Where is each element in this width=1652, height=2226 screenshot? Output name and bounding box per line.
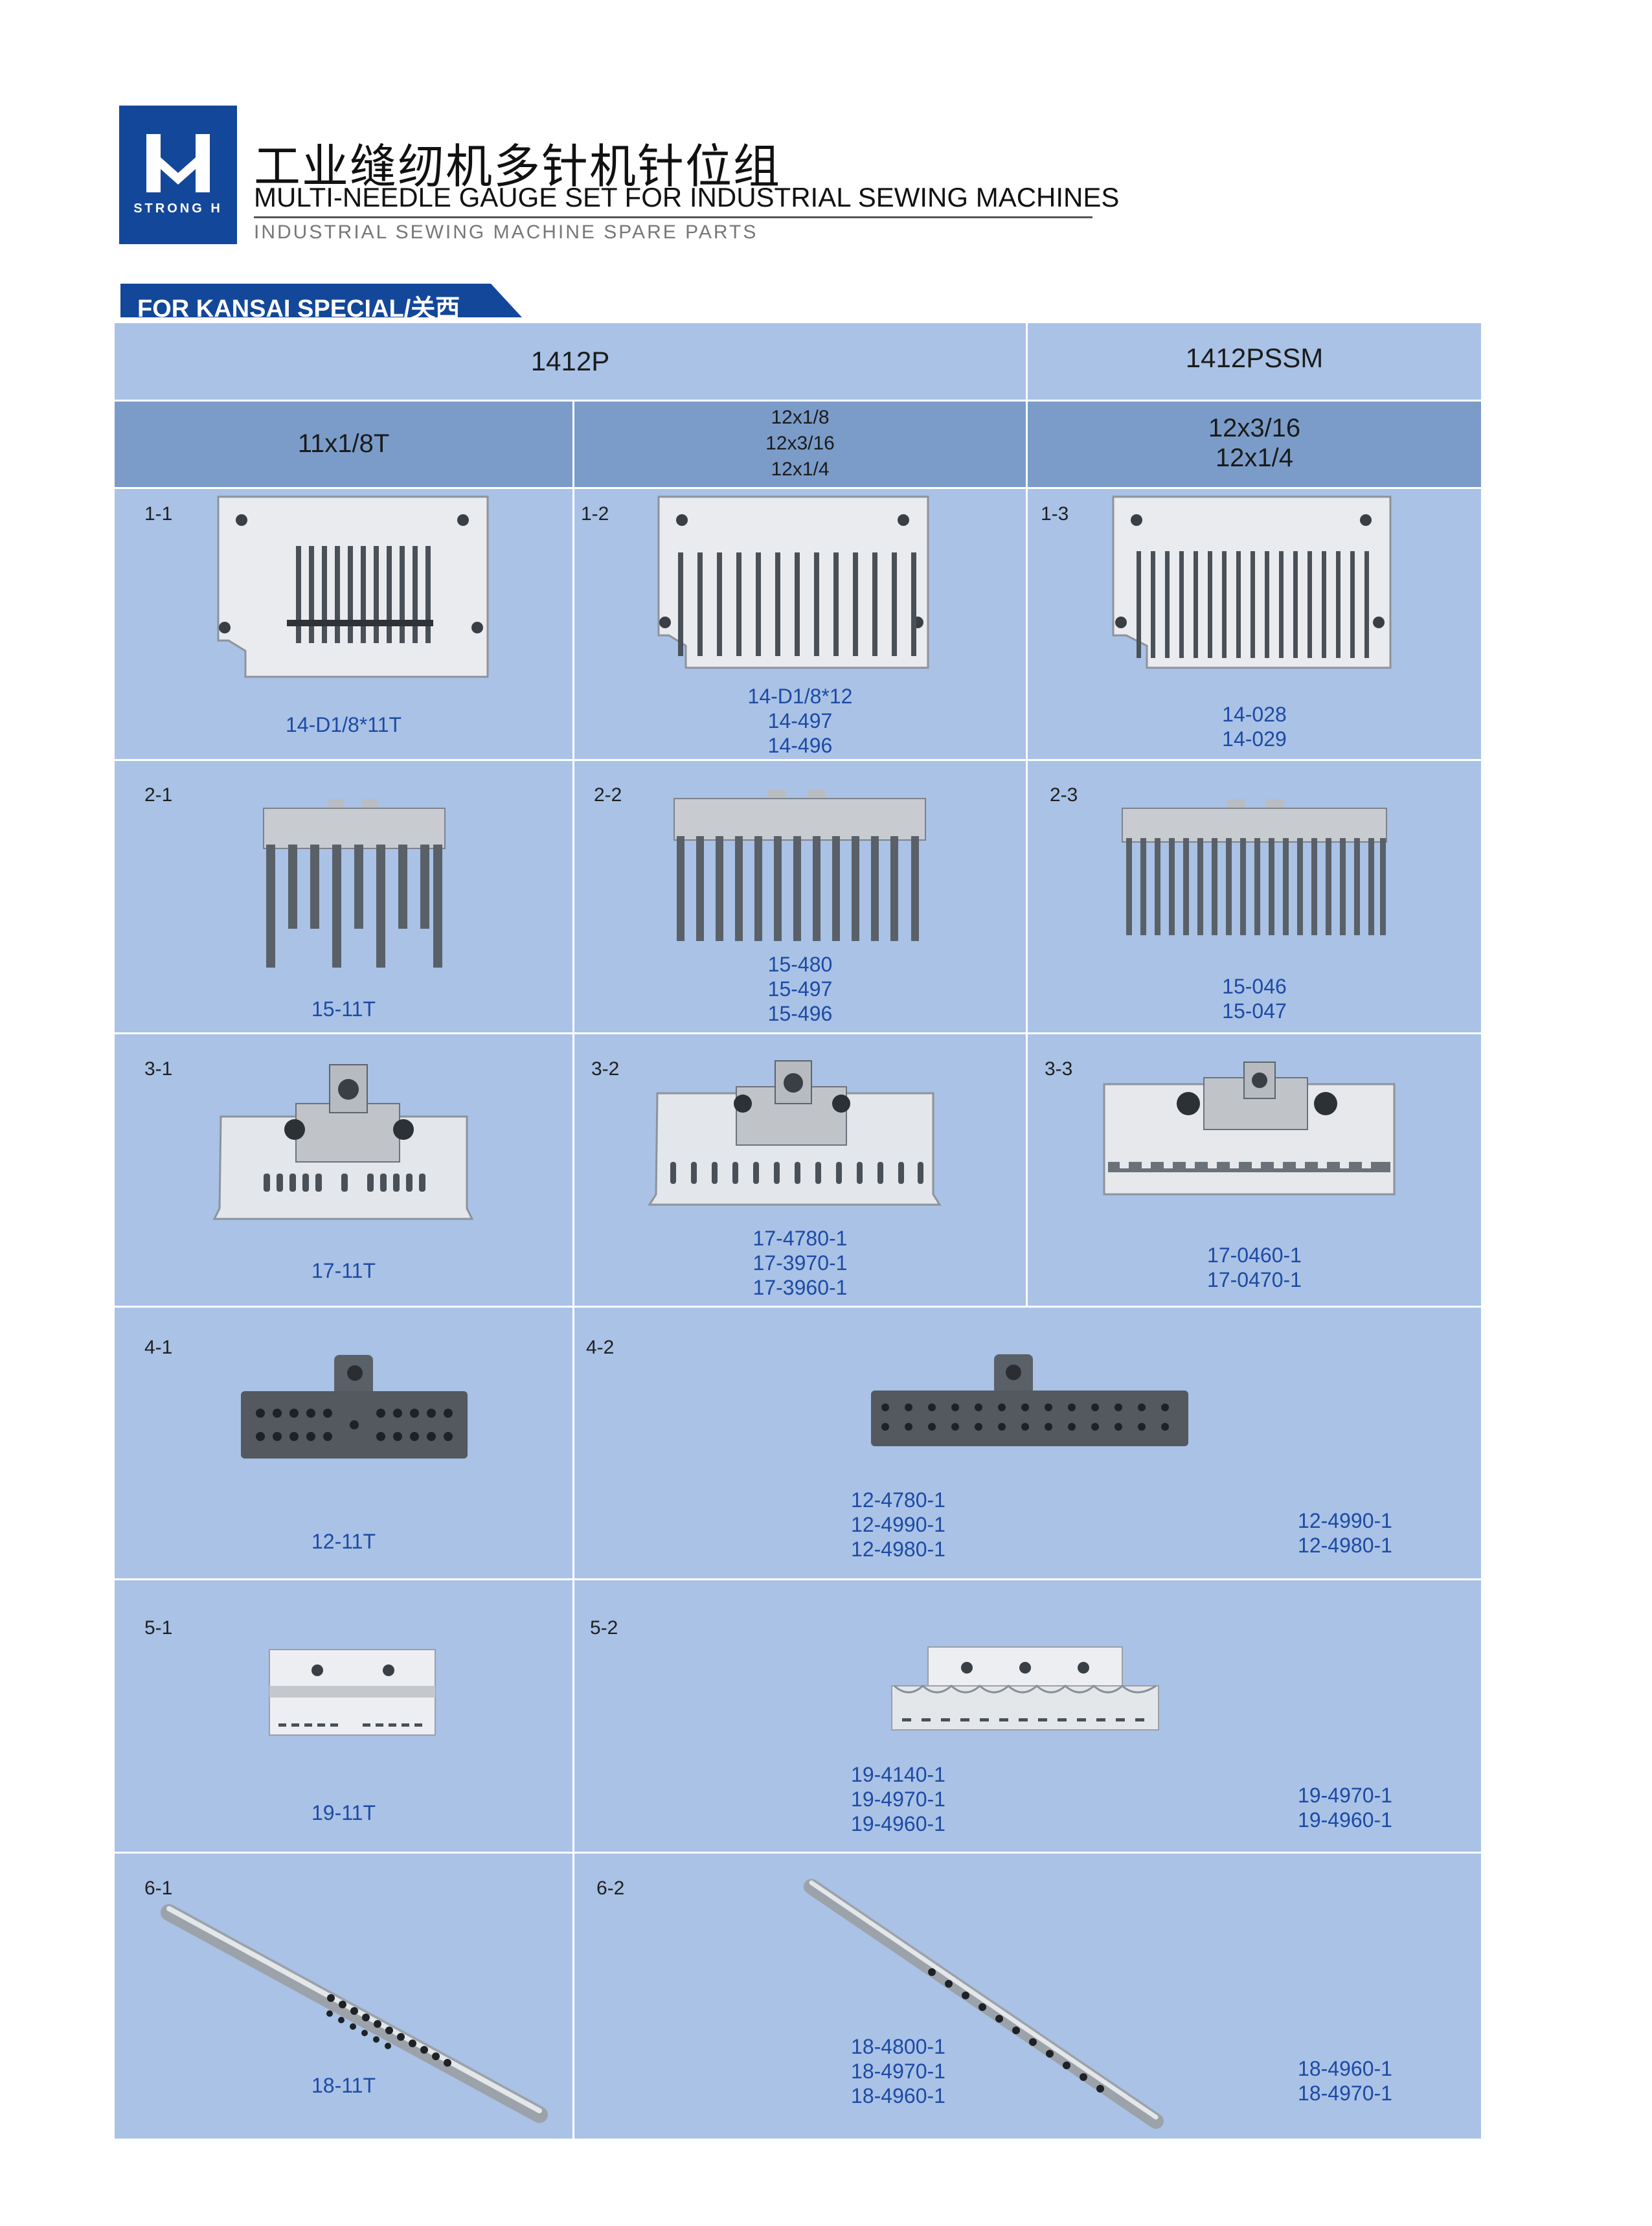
presser-foot-icon	[648, 1060, 942, 1206]
cell-number: 3-1	[144, 1058, 173, 1080]
row-divider	[115, 487, 1481, 489]
cell-number: 3-3	[1045, 1058, 1073, 1080]
part-codes: 17-4780-1 17-3970-1 17-3960-1	[752, 1227, 848, 1299]
page-title-cn: 工业缝纫机多针机针位组	[254, 139, 782, 194]
part-codes: 12-4990-1 12-4980-1	[1298, 1509, 1392, 1557]
row-divider	[115, 1852, 1481, 1854]
cell-number: 2-3	[1050, 784, 1078, 806]
gauge-col3: 12x3/16 12x1/4	[1208, 414, 1301, 472]
row-divider	[115, 1032, 1481, 1034]
part-codes: 15-046 15-047	[1222, 975, 1287, 1023]
section-tab: FOR KANSAI SPECIAL/关西	[120, 284, 522, 323]
part-codes: 19-4970-1 19-4960-1	[1298, 1784, 1392, 1832]
part-codes: 14-D1/8*11T	[285, 713, 402, 736]
gauge-col2: 12x1/8 12x3/16 12x1/4	[765, 407, 835, 480]
cell-number: 5-2	[590, 1617, 618, 1639]
col-divider	[1026, 323, 1028, 1306]
cell-number: 2-1	[144, 784, 173, 806]
gauge-set-table: 1412P 1412PSSM 11x1/8T 12x1/8 12x3/16 12…	[115, 323, 1481, 2139]
row-divider	[115, 1306, 1481, 1308]
gauge-col1: 11x1/8T	[297, 429, 390, 458]
title-divider	[254, 216, 1092, 218]
col-divider	[572, 401, 574, 2139]
needle-clamp-icon	[871, 1354, 1188, 1446]
cell-number: 6-2	[596, 1878, 625, 1899]
strong-h-logo-icon	[146, 134, 210, 192]
brand-name: STRONG H	[133, 201, 223, 216]
part-codes: 17-0460-1 17-0470-1	[1207, 1244, 1302, 1291]
model-1412pssm: 1412PSSM	[1185, 343, 1324, 373]
cell-number: 6-1	[144, 1878, 173, 1899]
needle-guard-icon	[269, 1649, 436, 1736]
part-codes: 19-4140-1 19-4970-1 19-4960-1	[851, 1763, 945, 1835]
feed-dog-icon	[1122, 799, 1387, 935]
part-codes: 14-D1/8*12 14-497 14-496	[747, 685, 853, 757]
cell-number: 1-3	[1041, 503, 1069, 525]
presser-foot-icon	[212, 1064, 474, 1220]
looper-bar-icon	[161, 1904, 548, 2123]
model-1412p: 1412P	[530, 346, 610, 376]
part-codes: 12-11T	[311, 1530, 376, 1553]
brand-logo: STRONG H	[119, 106, 237, 244]
part-codes: 12-4780-1 12-4990-1 12-4980-1	[851, 1488, 945, 1561]
part-codes: 15-11T	[311, 997, 376, 1021]
page-title-en: MULTI-NEEDLE GAUGE SET FOR INDUSTRIAL SE…	[254, 182, 1120, 212]
row-divider	[115, 759, 1481, 761]
cell-number: 4-1	[144, 1337, 173, 1358]
throat-plate-icon	[1112, 495, 1392, 669]
looper-bar-icon	[804, 1879, 1164, 2129]
part-codes: 19-11T	[311, 1801, 376, 1824]
needle-clamp-icon	[241, 1355, 468, 1459]
needle-guard-icon	[891, 1646, 1159, 1731]
section-tab-shape	[120, 284, 522, 317]
throat-plate-icon	[217, 495, 489, 678]
cell-number: 2-2	[594, 784, 622, 806]
row-divider	[115, 400, 1481, 402]
part-codes: 18-11T	[311, 2074, 376, 2097]
cell-number: 1-2	[581, 503, 609, 525]
part-codes: 18-4960-1 18-4970-1	[1298, 2057, 1392, 2105]
cell-number: 1-1	[144, 503, 173, 525]
cell-number: 3-2	[591, 1058, 620, 1080]
throat-plate-icon	[657, 495, 929, 669]
cell-number: 5-1	[144, 1617, 173, 1639]
feed-dog-icon	[673, 789, 926, 941]
page-subtitle: INDUSTRIAL SEWING MACHINE SPARE PARTS	[254, 221, 758, 243]
cell-number: 4-2	[586, 1337, 615, 1358]
part-codes: 15-480 15-497 15-496	[767, 953, 833, 1025]
gauge-header-band	[115, 401, 1481, 487]
feed-dog-icon	[263, 799, 446, 968]
section-label: FOR KANSAI SPECIAL/关西	[137, 295, 460, 323]
part-codes: 14-028 14-029	[1222, 703, 1287, 751]
presser-foot-icon	[1103, 1062, 1396, 1196]
part-codes: 18-4800-1 18-4970-1 18-4960-1	[851, 2035, 945, 2107]
row-divider	[115, 1578, 1481, 1580]
part-codes: 17-11T	[311, 1259, 376, 1282]
